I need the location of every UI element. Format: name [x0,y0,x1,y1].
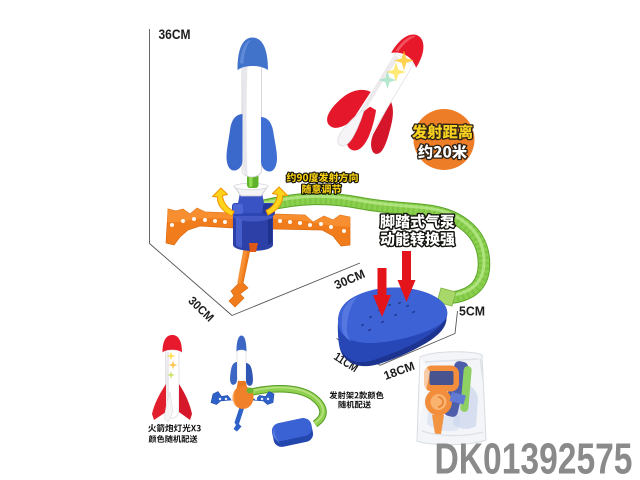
svg-text:5CM: 5CM [459,304,485,319]
svg-text:36CM: 36CM [159,27,191,42]
svg-text:DK01392575: DK01392575 [435,435,633,480]
